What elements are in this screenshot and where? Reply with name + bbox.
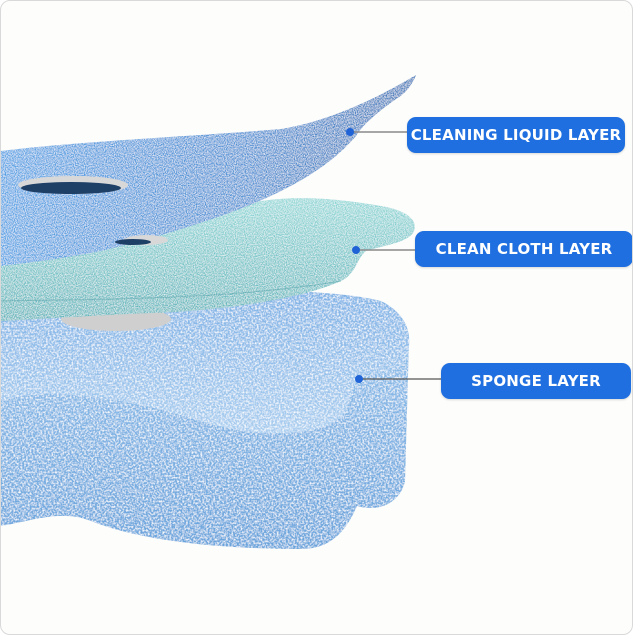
cleaning-liquid-layer [1, 75, 416, 266]
label-clean-cloth-layer: CLEAN CLOTH LAYER [415, 231, 632, 267]
callout-dot-icon [346, 128, 354, 136]
label-sponge-layer: SPONGE LAYER [441, 363, 631, 399]
callout-dot-icon [352, 246, 360, 254]
callout-dot-icon [355, 375, 363, 383]
callout-sponge [355, 375, 441, 383]
sponge-layer [1, 288, 410, 549]
label-cleaning-liquid-layer: CLEANING LIQUID LAYER [407, 117, 625, 153]
callout-cloth [352, 246, 415, 254]
clean-cloth-layer [1, 198, 415, 331]
callout-liquid [346, 128, 407, 136]
